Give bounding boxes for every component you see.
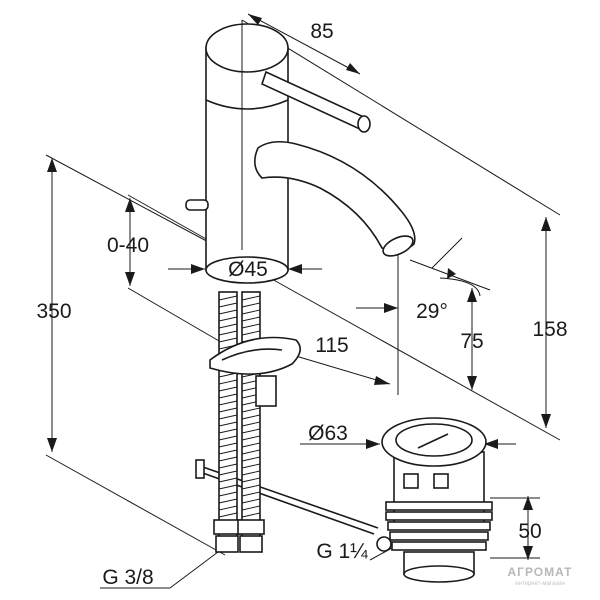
dim-height: 158 [532,318,567,341]
dim-body-diameter: Ø45 [228,258,268,281]
flexible-hoses [213,291,265,553]
dimension-labels: 85 0-40 Ø45 350 29° 115 75 158 Ø63 50 G … [36,20,567,589]
watermark-main: АГРОМАТ [507,565,572,579]
dim-waste-height: 50 [518,520,541,543]
mounting-bracket [209,336,301,407]
extension-lines [45,19,561,559]
watermark: АГРОМАТ интернет-магазин [507,565,572,587]
dim-total-height: 350 [36,300,71,323]
lever-handle [261,70,371,133]
pop-up-waste [376,417,493,583]
dim-top-width: 85 [310,20,333,43]
dim-lever-range: 0-40 [107,234,149,257]
dim-spout-height: 75 [460,330,483,353]
dim-waste-diameter: Ø63 [308,422,348,445]
dim-angle: 29° [416,300,448,323]
spout [254,140,416,257]
dim-inlet-thread: G 3/8 [102,566,153,589]
dimension-lines [47,13,551,589]
dim-waste-thread: G 1¼ [316,540,368,563]
dim-reach: 115 [315,334,348,357]
watermark-sub: интернет-магазин [515,581,564,587]
